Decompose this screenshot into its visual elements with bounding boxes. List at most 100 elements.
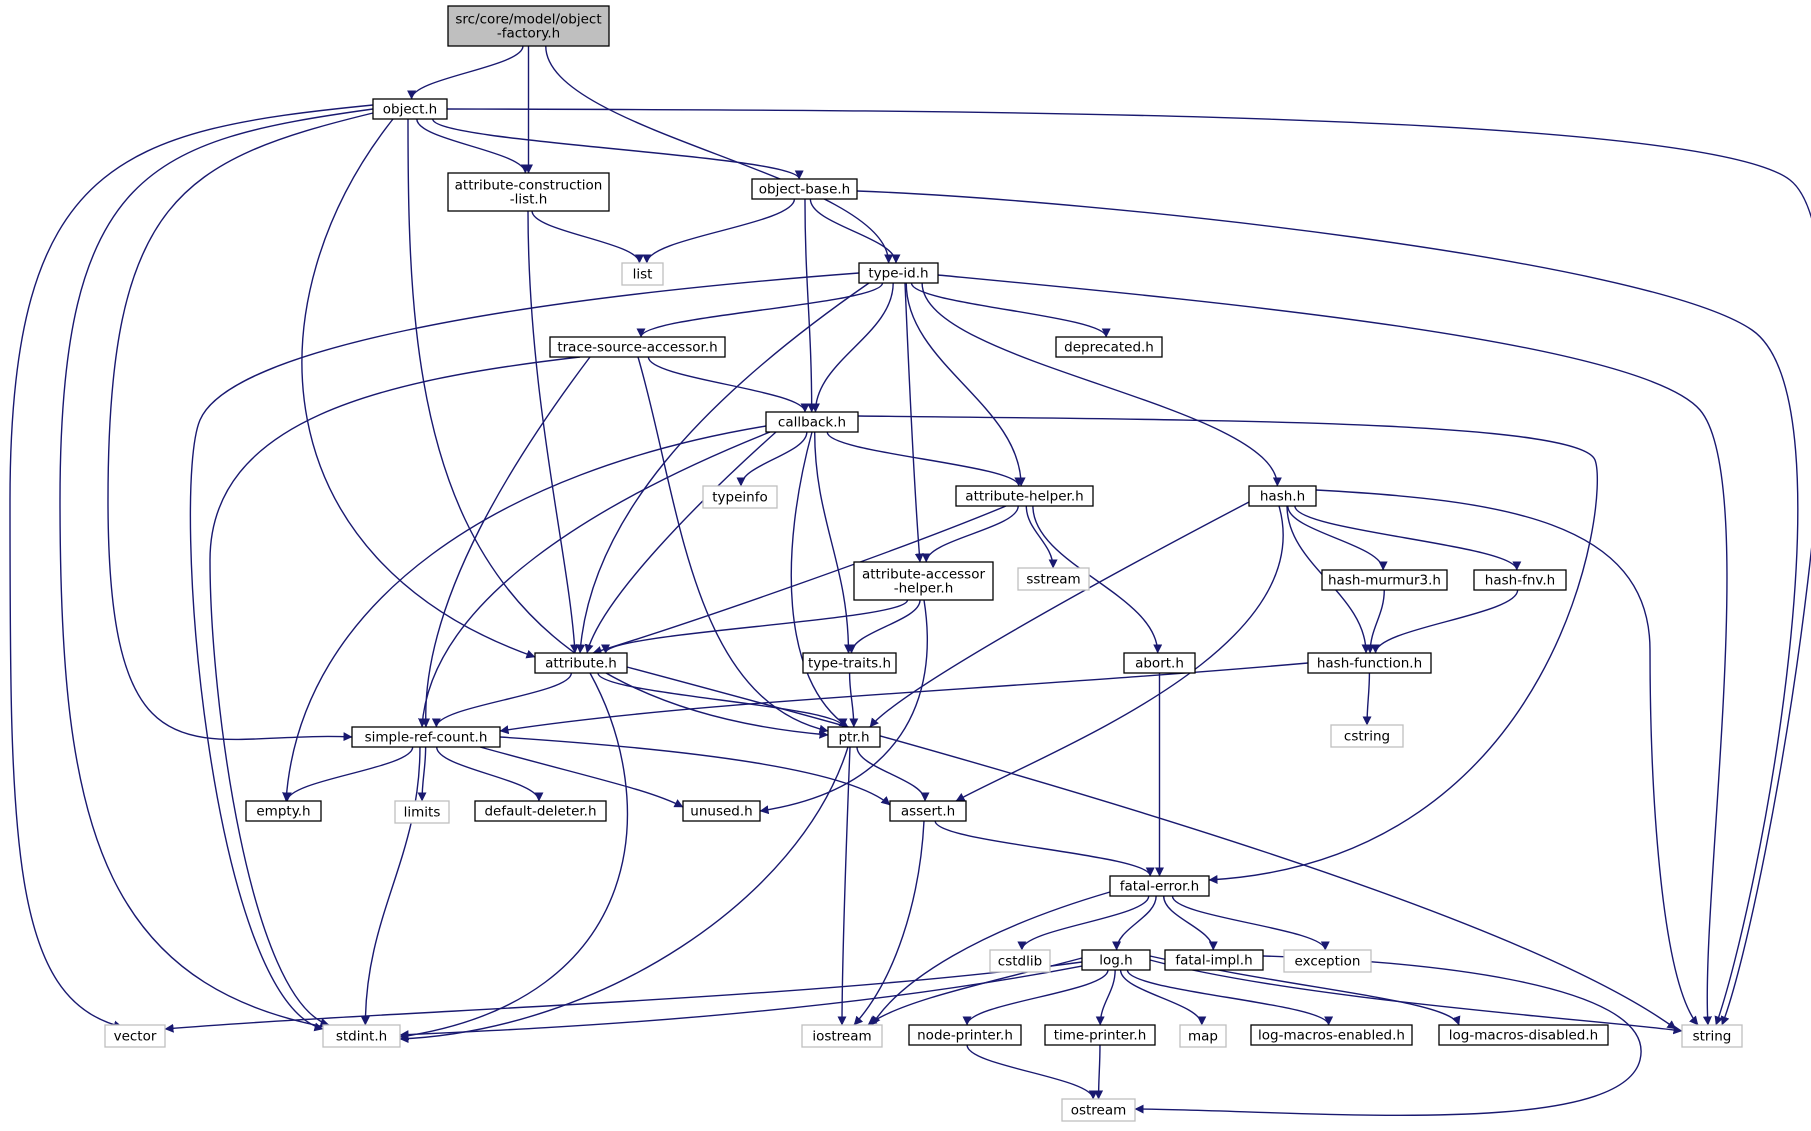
edge-attribute-to-simple-ref-count: [431, 672, 573, 728]
edge-time-printer-to-ostream: [1094, 1044, 1104, 1100]
edge-callback-to-empty: [282, 425, 767, 802]
node-label-string: string: [1693, 1029, 1732, 1045]
node-box-cstdlib: [989, 949, 1051, 973]
edge-object-to-simple-ref-count: [107, 112, 374, 742]
node-label-fatal-error: fatal-error.h: [1120, 879, 1200, 895]
node-box-object: [372, 98, 448, 120]
edge-attr-helper-to-attr-accessor: [921, 505, 1019, 563]
node-map: map: [1179, 1024, 1227, 1048]
edge-object-base-to-type-id: [809, 198, 901, 264]
node-unused: unused.h: [682, 800, 761, 822]
edge-ptr-to-assert: [856, 746, 930, 802]
edge-root-to-type-id: [545, 45, 894, 264]
node-cstdlib: cstdlib: [989, 949, 1051, 973]
node-box-limits: [394, 800, 450, 824]
node-box-hash-murmur3: [1321, 569, 1448, 591]
edge-callback-to-simple-ref-count: [418, 431, 771, 728]
node-label-simple-ref-count: simple-ref-count.h: [365, 730, 488, 746]
node-label-time-printer: time-printer.h: [1054, 1028, 1147, 1044]
node-label-log-macros-disabled: log-macros-disabled.h: [1449, 1028, 1598, 1044]
node-label-trace-source: trace-source-accessor.h: [557, 340, 717, 356]
edge-layer: [9, 45, 1811, 1116]
node-label-limits: limits: [404, 805, 441, 821]
node-box-object-base: [751, 178, 858, 200]
edge-type-traits-to-ptr: [848, 672, 859, 728]
node-box-attribute: [534, 652, 628, 674]
edge-object-to-stdint: [59, 108, 374, 1037]
node-label-assert: assert.h: [901, 804, 955, 820]
node-box-fatal-error: [1109, 875, 1210, 897]
node-attr-construction: attribute-construction-list.h: [447, 172, 610, 212]
edge-attr-accessor-to-type-traits: [847, 599, 921, 654]
edge-fatal-error-to-iostream: [871, 891, 1111, 1026]
edge-ptr-to-stdint: [399, 746, 849, 1044]
node-box-log-macros-enabled: [1250, 1024, 1413, 1046]
edge-fatal-impl-to-ostream: [1134, 955, 1642, 1116]
node-cstring: cstring: [1330, 724, 1404, 748]
edge-type-id-to-attr-helper: [905, 282, 1026, 487]
node-vector: vector: [104, 1024, 166, 1048]
edge-object-base-to-callback: [804, 198, 817, 413]
edge-object-base-to-list: [642, 198, 796, 264]
node-box-callback: [765, 411, 859, 433]
node-label-log-macros-enabled: log-macros-enabled.h: [1258, 1028, 1405, 1044]
node-label-map: map: [1188, 1029, 1218, 1045]
node-label-type-id: type-id.h: [868, 266, 928, 282]
node-box-typeinfo: [702, 485, 778, 509]
node-label-hash: hash.h: [1260, 489, 1305, 505]
node-object-base: object-base.h: [751, 178, 858, 200]
edge-object-to-ptr: [407, 118, 829, 739]
edge-object-to-attribute: [301, 118, 536, 659]
node-label-ostream: ostream: [1071, 1103, 1127, 1119]
edge-attr-construction-to-list: [531, 210, 644, 264]
node-attribute: attribute.h: [534, 652, 628, 674]
node-box-type-id: [858, 262, 939, 284]
node-limits: limits: [394, 800, 450, 824]
node-label-vector: vector: [114, 1029, 157, 1045]
node-type-id: type-id.h: [858, 262, 939, 284]
edge-hash-fnv-to-hash-function: [1371, 589, 1519, 654]
node-label-attr-helper: attribute-helper.h: [965, 489, 1083, 505]
node-box-hash-function: [1307, 652, 1432, 674]
edge-type-id-to-hash: [921, 282, 1282, 487]
edge-object-to-attr-construction: [416, 118, 530, 174]
edge-callback-to-attr-helper: [826, 431, 1024, 487]
edge-simple-ref-count-to-stdint: [360, 746, 421, 1026]
edge-callback-to-ptr: [790, 431, 849, 728]
node-label-root-line-2: -factory.h: [497, 26, 560, 42]
node-iostream: iostream: [801, 1024, 883, 1048]
edge-attribute-to-stdint: [399, 672, 629, 1041]
node-hash-function: hash-function.h: [1307, 652, 1432, 674]
node-box-map: [1179, 1024, 1227, 1048]
node-exception: exception: [1283, 949, 1372, 973]
edge-attr-helper-to-attribute: [592, 505, 1007, 655]
node-trace-source: trace-source-accessor.h: [549, 336, 726, 358]
node-label-unused: unused.h: [690, 804, 752, 820]
node-box-attr-construction: [447, 172, 610, 212]
edge-hash-to-hash-murmur3: [1287, 505, 1388, 571]
edge-callback-to-type-traits: [813, 431, 853, 654]
edge-simple-ref-count-to-assert: [499, 736, 891, 806]
node-sstream: sstream: [1017, 567, 1090, 591]
edge-type-id-to-stdint: [189, 272, 860, 1032]
node-hash: hash.h: [1248, 485, 1317, 507]
edge-simple-ref-count-to-empty: [282, 746, 414, 802]
node-box-stdint: [322, 1024, 401, 1048]
edge-node-printer-to-ostream: [966, 1044, 1098, 1100]
edge-assert-to-fatal-error: [934, 820, 1155, 877]
edge-log-to-vector: [164, 961, 1083, 1033]
node-label-fatal-impl: fatal-impl.h: [1175, 953, 1252, 969]
node-label-stdint: stdint.h: [336, 1029, 387, 1045]
node-box-attr-accessor: [853, 561, 994, 601]
edge-log-to-string: [1149, 959, 1683, 1035]
edge-simple-ref-count-to-limits: [417, 746, 427, 802]
edge-trace-source-to-stdint: [209, 356, 581, 1027]
node-box-trace-source: [549, 336, 726, 358]
node-box-ptr: [827, 726, 881, 748]
node-label-abort: abort.h: [1135, 656, 1184, 672]
node-layer: src/core/model/object-factory.hobject.ha…: [104, 5, 1743, 1122]
edge-attr-accessor-to-attribute: [601, 599, 909, 654]
edge-type-id-to-callback: [810, 282, 894, 413]
node-label-node-printer: node-printer.h: [917, 1028, 1013, 1044]
edge-attr-accessor-to-unused: [759, 599, 928, 815]
